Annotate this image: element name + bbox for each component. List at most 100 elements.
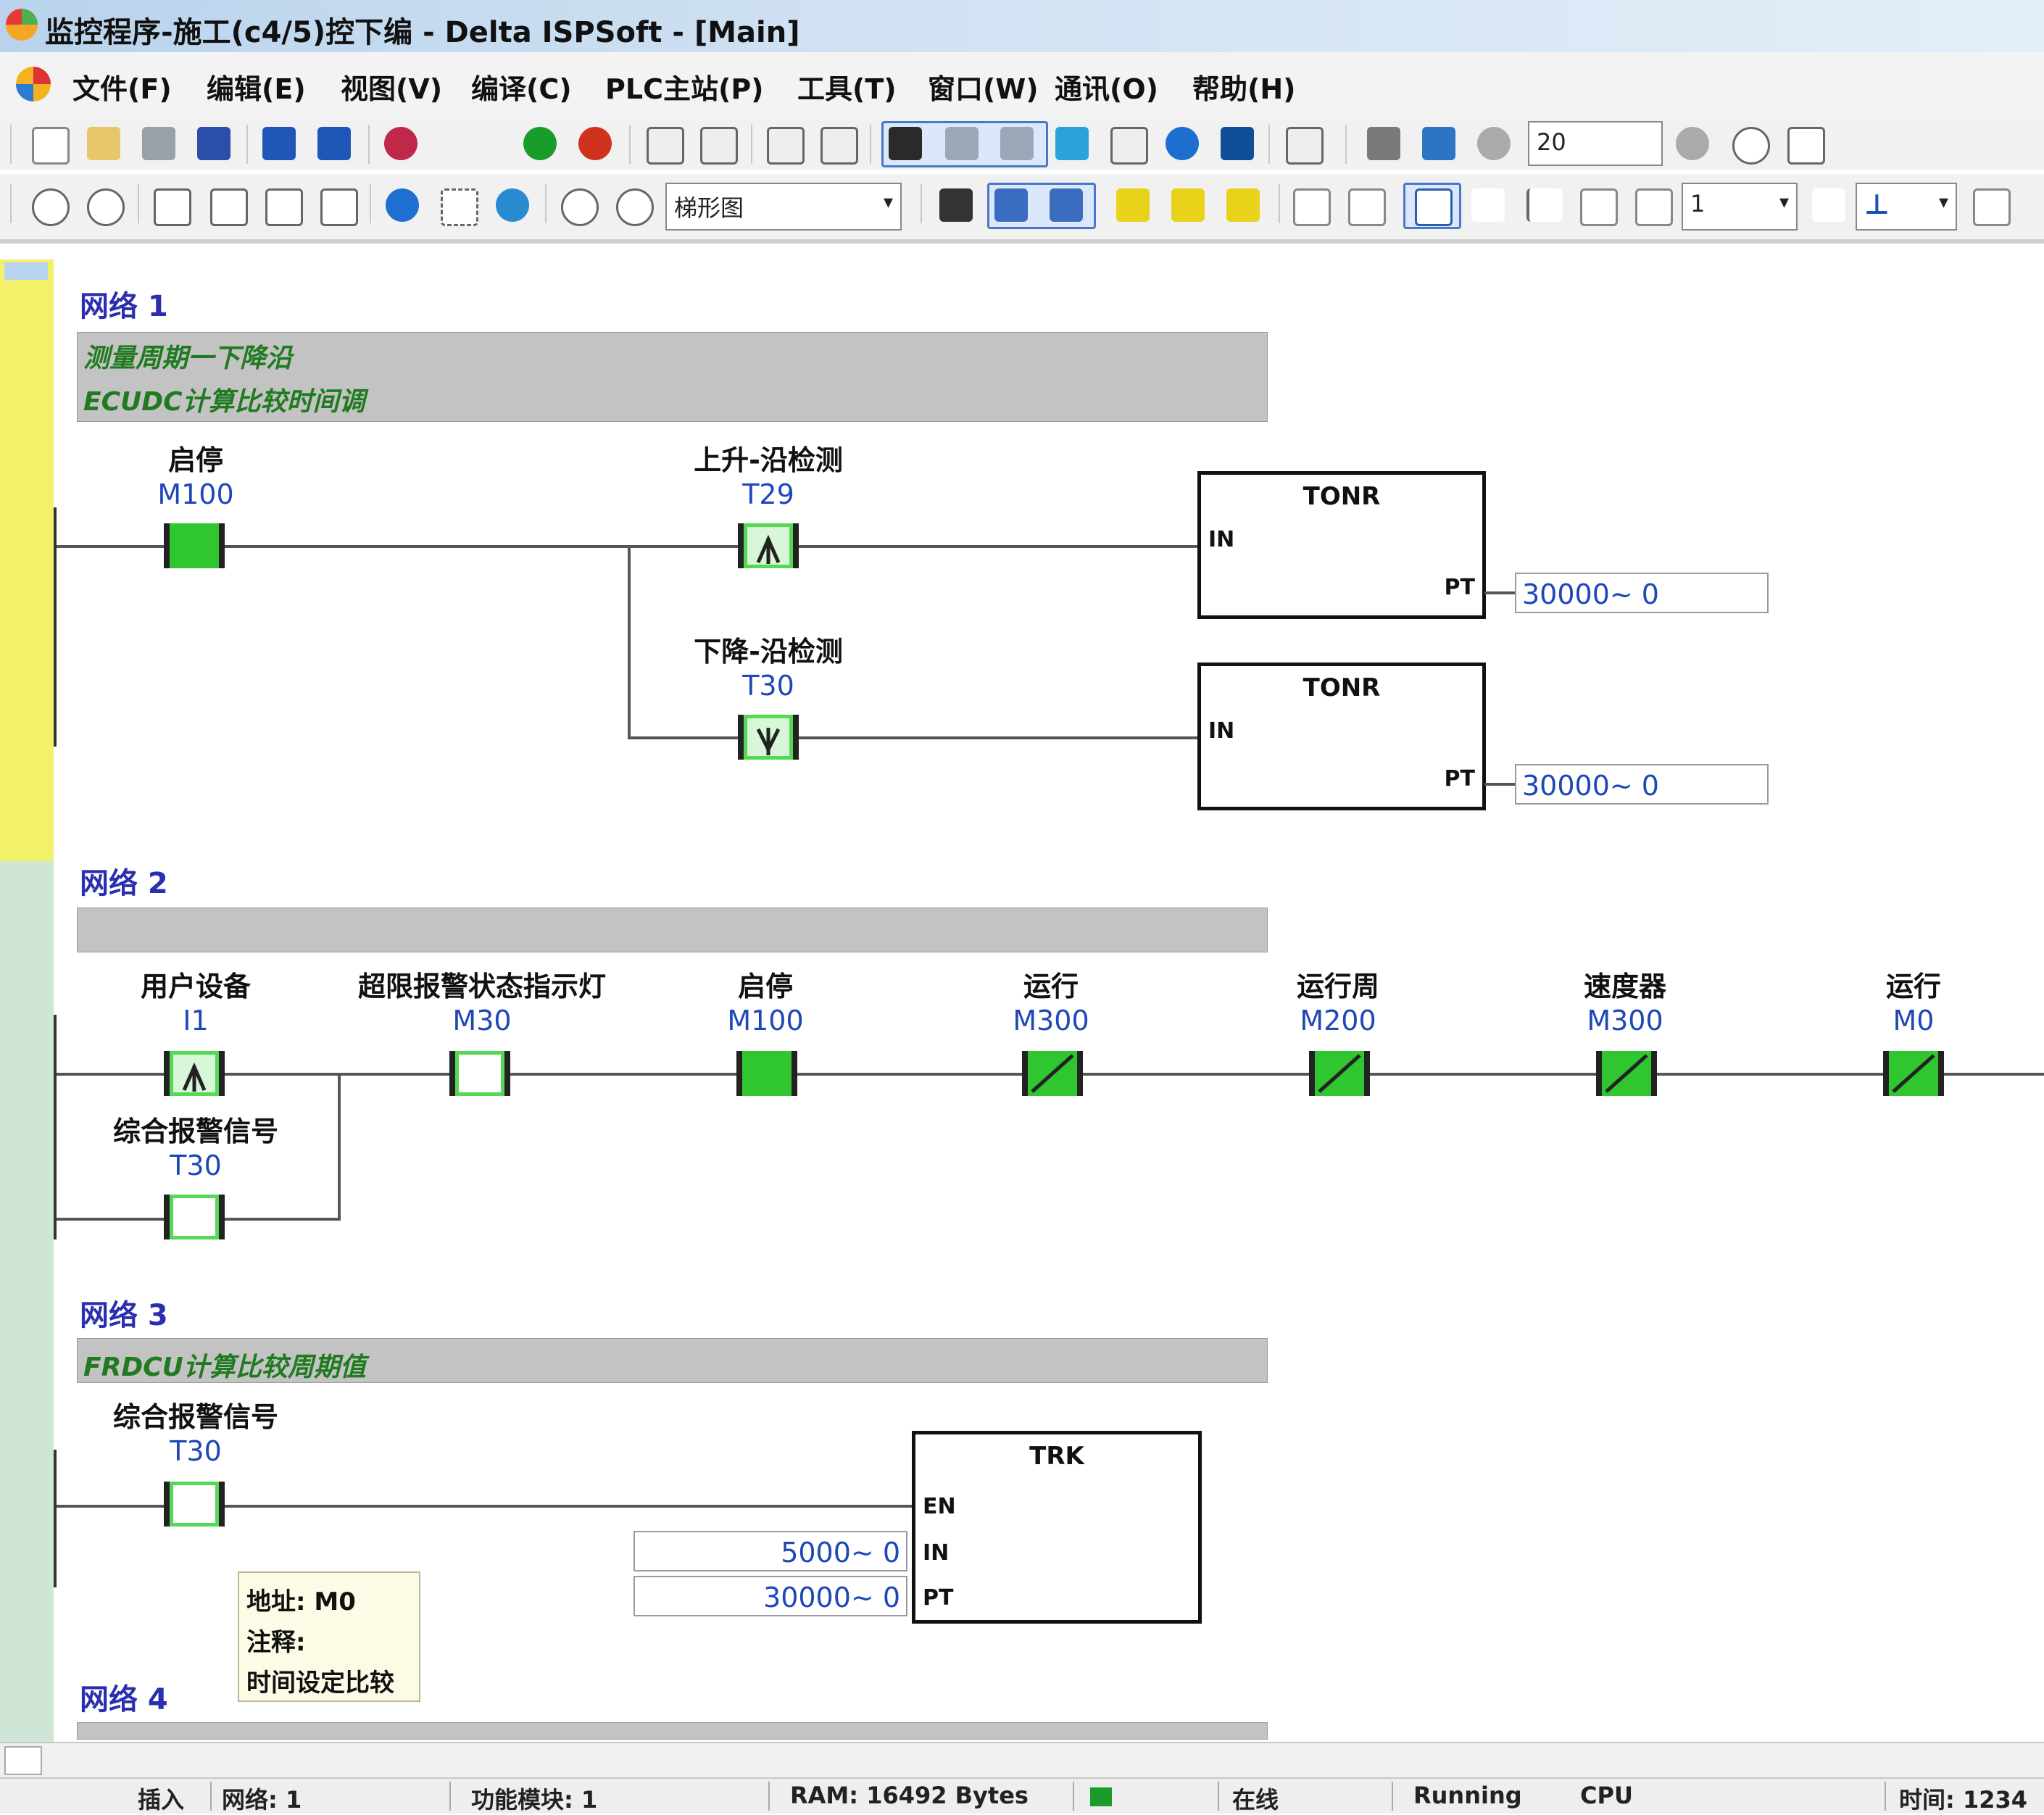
- contact-symbol: 运行: [1885, 971, 1941, 1002]
- wizard-icon[interactable]: [1787, 127, 1825, 165]
- verify-icon[interactable]: [820, 127, 858, 165]
- app-menu-icon[interactable]: [13, 64, 54, 104]
- bracket-icon[interactable]: [1580, 188, 1618, 226]
- menu-file[interactable]: 文件(F): [72, 73, 172, 105]
- menu-compile[interactable]: 编译(C): [471, 73, 572, 105]
- network-comment[interactable]: [77, 1722, 1268, 1740]
- monitor-icon[interactable]: [945, 127, 979, 160]
- network-icon[interactable]: [1422, 127, 1455, 160]
- block-pin-pt: PT: [1444, 766, 1475, 792]
- comment-line: FRDCU计算比较周期值: [83, 1353, 366, 1382]
- new-file-icon[interactable]: [32, 127, 70, 165]
- function-block[interactable]: TRK EN IN PT: [912, 1431, 1202, 1624]
- refresh-icon[interactable]: [1732, 127, 1770, 165]
- menu-help[interactable]: 帮助(H): [1192, 73, 1296, 105]
- preset-value-field[interactable]: 30000~ 0: [1515, 764, 1769, 805]
- line-h-icon[interactable]: [1293, 188, 1331, 226]
- function-block-icon[interactable]: [1116, 188, 1150, 222]
- pin-icon[interactable]: [1812, 188, 1845, 222]
- delete-icon[interactable]: [320, 188, 358, 226]
- coil-tool-icon[interactable]: [1050, 188, 1083, 222]
- contact-no[interactable]: [164, 1195, 225, 1239]
- input-value-field[interactable]: 30000~ 0: [633, 1576, 907, 1616]
- zoom-out-icon[interactable]: [616, 188, 654, 226]
- zoom-in-icon[interactable]: [561, 188, 599, 226]
- contact-no[interactable]: [736, 1051, 797, 1096]
- clock-icon[interactable]: [32, 188, 70, 226]
- mode-select[interactable]: ⊥ ▾: [1856, 183, 1957, 230]
- menu-comm[interactable]: 通讯(O): [1055, 73, 1159, 105]
- comment-line: ECUDC计算比较时间调: [83, 387, 365, 417]
- copy-icon[interactable]: [210, 188, 248, 226]
- debug-icon[interactable]: [1166, 127, 1199, 160]
- contact-no[interactable]: [449, 1051, 510, 1096]
- menu-edit[interactable]: 编辑(E): [207, 73, 306, 105]
- network-comment[interactable]: [77, 908, 1268, 952]
- contact-nc[interactable]: [1596, 1051, 1657, 1096]
- branch-icon[interactable]: [1526, 188, 1563, 222]
- settings-icon[interactable]: [1477, 127, 1511, 160]
- menu-window[interactable]: 窗口(W): [928, 73, 1039, 105]
- monitor-table-icon[interactable]: [1000, 127, 1034, 160]
- jump-icon[interactable]: [1226, 188, 1260, 222]
- menu-view[interactable]: 视图(V): [341, 73, 443, 105]
- block-pin-in: IN: [1208, 718, 1235, 744]
- home-icon[interactable]: [1171, 188, 1205, 222]
- input-value-field[interactable]: 5000~ 0: [633, 1531, 907, 1571]
- timer-block[interactable]: TONR IN PT: [1197, 471, 1486, 619]
- contact-tool-icon[interactable]: [994, 188, 1028, 222]
- system-icon[interactable]: [1221, 127, 1254, 160]
- force-icon[interactable]: [1055, 127, 1089, 160]
- contact-nc[interactable]: [1309, 1051, 1370, 1096]
- edit-online-icon[interactable]: [1110, 127, 1148, 165]
- menu-tools[interactable]: 工具(T): [797, 73, 897, 105]
- stop-icon[interactable]: [578, 127, 612, 160]
- grid-icon[interactable]: [1973, 188, 2011, 226]
- network-comment[interactable]: 测量周期一下降沿 ECUDC计算比较时间调: [77, 332, 1268, 422]
- undo-icon[interactable]: [496, 188, 529, 222]
- status-run: Running: [1413, 1782, 1522, 1809]
- replace-icon[interactable]: [441, 188, 478, 226]
- find-icon[interactable]: [386, 188, 419, 222]
- language-select[interactable]: 梯形图 ▾: [665, 183, 902, 230]
- dots-icon[interactable]: [1471, 188, 1505, 222]
- save-icon[interactable]: [142, 127, 175, 160]
- contact-rising-edge[interactable]: [164, 1051, 225, 1096]
- table-icon[interactable]: [1635, 188, 1673, 226]
- timer-icon[interactable]: [1676, 127, 1709, 160]
- cut-icon[interactable]: [154, 188, 191, 226]
- network-comment[interactable]: FRDCU计算比较周期值: [77, 1338, 1268, 1383]
- contact-symbol: 启停: [167, 444, 223, 476]
- timer-block[interactable]: TONR IN PT: [1197, 663, 1486, 810]
- horizontal-scrollbar[interactable]: [0, 1742, 2044, 1778]
- open-file-icon[interactable]: [87, 127, 120, 160]
- config-icon[interactable]: [1286, 127, 1324, 165]
- paste-icon[interactable]: [265, 188, 303, 226]
- size-select[interactable]: 1 ▾: [1682, 183, 1798, 230]
- compare-icon[interactable]: [767, 127, 805, 165]
- online-mode-icon[interactable]: [889, 127, 922, 160]
- reset-icon[interactable]: [87, 188, 125, 226]
- ladder-icon[interactable]: [939, 188, 973, 222]
- window-split-icon[interactable]: [317, 127, 351, 160]
- contact-falling-edge[interactable]: [738, 715, 799, 760]
- line-v-icon[interactable]: [1348, 188, 1386, 226]
- preset-value-field[interactable]: 30000~ 0: [1515, 573, 1769, 613]
- chevron-down-icon: ▾: [1938, 191, 1948, 213]
- print-icon[interactable]: [197, 127, 230, 160]
- scroll-thumb[interactable]: [4, 1746, 42, 1775]
- download-icon[interactable]: [647, 127, 684, 165]
- menu-plc[interactable]: PLC主站(P): [605, 73, 764, 105]
- contact-no[interactable]: [164, 1482, 225, 1527]
- contact-no[interactable]: [164, 523, 225, 568]
- window-icon[interactable]: [262, 127, 296, 160]
- comm-icon[interactable]: [1367, 127, 1400, 160]
- pointer-icon[interactable]: [1415, 188, 1453, 226]
- upload-icon[interactable]: [700, 127, 738, 165]
- contact-nc[interactable]: [1022, 1051, 1083, 1096]
- contact-nc[interactable]: [1883, 1051, 1944, 1096]
- scan-input[interactable]: 20: [1528, 121, 1663, 166]
- run-icon[interactable]: [523, 127, 557, 160]
- device-icon[interactable]: [384, 127, 417, 160]
- contact-rising-edge[interactable]: [738, 523, 799, 568]
